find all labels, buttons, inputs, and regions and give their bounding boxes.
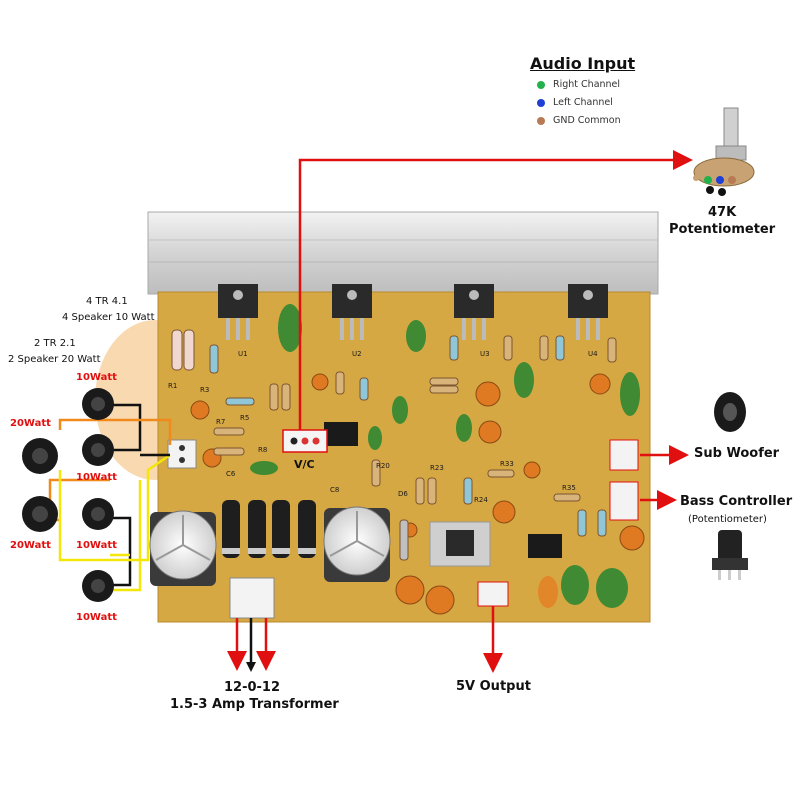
speaker-icons [22, 388, 114, 602]
ic-chip-1 [324, 422, 358, 446]
svg-text:R5: R5 [240, 414, 249, 422]
vc-label: V/C [294, 458, 315, 471]
potentiometer-value: 47K [708, 205, 737, 220]
ic-chip-2 [528, 534, 562, 558]
bass-controller-label: Bass Controller [680, 494, 793, 509]
potentiometer-name: Potentiometer [669, 222, 776, 237]
svg-text:R3: R3 [200, 386, 209, 394]
legend-gnd-common: GND Common [537, 115, 621, 126]
filter-capacitor-right [323, 506, 391, 582]
svg-text:U2: U2 [352, 350, 362, 358]
sub-woofer-label: Sub Woofer [694, 446, 780, 461]
speaker-watt-label: 20Watt [10, 418, 51, 429]
legend-label: Right Channel [553, 79, 621, 90]
svg-text:C8: C8 [330, 486, 339, 494]
output-5v-label: 5V Output [456, 679, 531, 694]
legend-label: Left Channel [553, 97, 613, 108]
audio-input-title: Audio Input [530, 54, 636, 73]
speaker-watt-label: 10Watt [76, 372, 117, 383]
bass-connector [609, 481, 639, 521]
svg-text:R35: R35 [562, 484, 576, 492]
vc-connector [282, 429, 328, 453]
svg-text:U4: U4 [588, 350, 598, 358]
two-tr-label: 2 TR 2.1 [34, 338, 76, 349]
speaker-watt-label: 20Watt [10, 540, 51, 551]
transistor-u2 [332, 284, 372, 340]
two-tr-desc: 2 Speaker 20 Watt [8, 354, 101, 365]
transformer-voltage: 12-0-12 [224, 680, 281, 695]
svg-text:C6: C6 [226, 470, 236, 478]
silkscreen-labels: U1 U2 U3 U4 R1 R3 R5 R7 R8 C6 R20 R23 R3… [168, 350, 598, 504]
svg-text:R24: R24 [474, 496, 488, 504]
legend-label: GND Common [553, 115, 621, 126]
transistor-u3 [454, 284, 494, 340]
speaker-watt-label: 10Watt [76, 612, 117, 623]
svg-text:R23: R23 [430, 464, 444, 472]
bridge-diodes [222, 500, 316, 558]
electrolytic-capacitors [190, 373, 645, 615]
blue-dot-icon [537, 98, 545, 107]
voltage-regulator [429, 521, 491, 567]
brown-dot-icon [537, 116, 545, 125]
svg-text:R8: R8 [258, 446, 267, 454]
sub-woofer-icon [714, 392, 746, 432]
transformer-rating: 1.5-3 Amp Transformer [170, 697, 339, 712]
connection-arrows [227, 150, 693, 673]
legend-right-channel: Right Channel [537, 79, 620, 90]
svg-text:R33: R33 [500, 460, 514, 468]
speaker-connector [167, 439, 197, 469]
four-tr-label: 4 TR 4.1 [86, 296, 128, 307]
bass-controller-sub: (Potentiometer) [688, 514, 767, 525]
svg-text:U1: U1 [238, 350, 248, 358]
bass-potentiometer-icon [712, 530, 748, 580]
film-capacitors [250, 304, 640, 608]
transformer-connector [229, 577, 275, 619]
svg-text:U3: U3 [480, 350, 490, 358]
resistors [171, 329, 617, 561]
speaker-watt-label: 10Watt [76, 472, 117, 483]
transistor-u1 [218, 284, 258, 340]
output-5v-connector [477, 581, 509, 607]
transformer-center-arrowhead [246, 662, 256, 672]
speaker-watt-label: 10Watt [76, 540, 117, 551]
svg-text:R20: R20 [376, 462, 390, 470]
svg-text:R1: R1 [168, 382, 177, 390]
sub-woofer-connector [609, 439, 639, 471]
filter-capacitor-left [149, 510, 217, 586]
svg-text:R7: R7 [216, 418, 225, 426]
heatsink [147, 211, 659, 295]
green-dot-icon [537, 80, 545, 89]
transistor-u4 [568, 284, 608, 340]
potentiometer-47k-icon [693, 107, 755, 196]
svg-text:D6: D6 [398, 490, 408, 498]
legend-left-channel: Left Channel [537, 97, 613, 108]
four-tr-desc: 4 Speaker 10 Watt [62, 312, 155, 323]
